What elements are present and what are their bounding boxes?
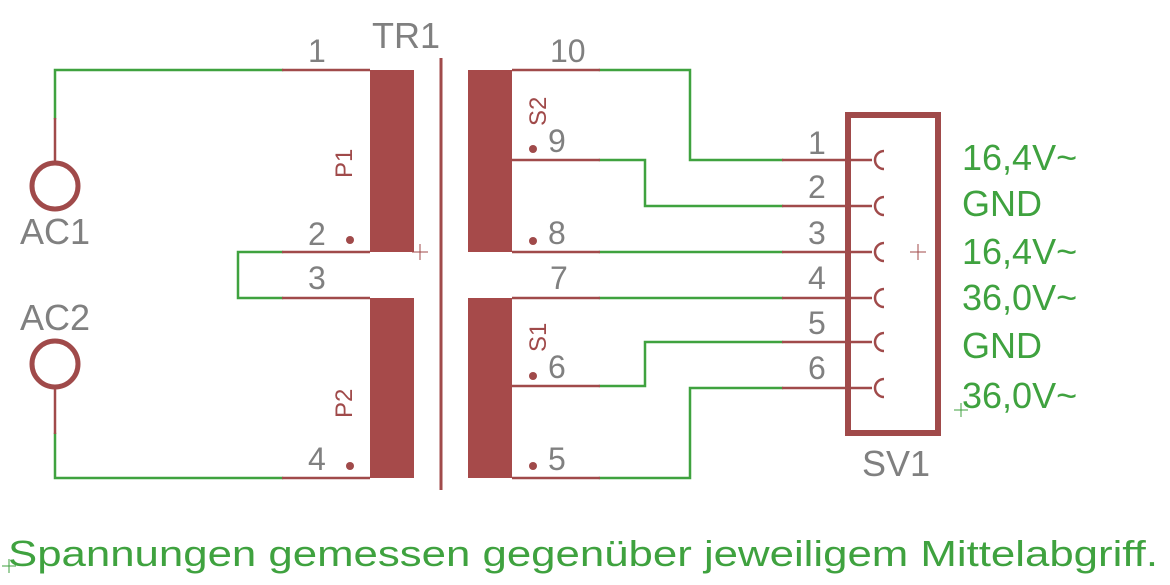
polarity-dot-s8 bbox=[529, 237, 537, 245]
wire-ac1-pin1 bbox=[53, 68, 284, 120]
pin-number-6: 6 bbox=[548, 349, 566, 385]
socket-contact-4 bbox=[873, 287, 885, 309]
socket-contact-3 bbox=[873, 241, 885, 263]
coil-label-p1: P1 bbox=[331, 149, 358, 178]
voltage-label-5: GND bbox=[962, 325, 1042, 366]
wire-pin9-sv1-2 bbox=[598, 158, 784, 208]
ac2-label: AC2 bbox=[20, 297, 90, 338]
pin-number-2: 2 bbox=[308, 216, 326, 252]
connector-pin-6: 6 bbox=[808, 350, 826, 386]
connector-pin-3: 3 bbox=[808, 215, 826, 251]
coil-p2 bbox=[370, 298, 414, 478]
polarity-dot-p2 bbox=[346, 462, 354, 470]
voltage-labels: 16,4V~ GND 16,4V~ 36,0V~ GND 36,0V~ bbox=[954, 137, 1077, 417]
voltage-label-1: 16,4V~ bbox=[962, 137, 1077, 178]
coil-s1 bbox=[468, 298, 512, 478]
coil-label-p2: P2 bbox=[331, 389, 358, 418]
polarity-dot-s6 bbox=[529, 372, 537, 380]
pin-number-9: 9 bbox=[548, 123, 566, 159]
connector-body bbox=[845, 112, 941, 436]
coil-s2 bbox=[468, 70, 512, 252]
voltage-label-3: 16,4V~ bbox=[962, 231, 1077, 272]
connector-sv1: 1 2 3 4 5 6 SV1 bbox=[782, 112, 941, 484]
wire-pin6-sv1-5 bbox=[598, 340, 784, 388]
polarity-dot-p1 bbox=[346, 236, 354, 244]
pin-number-4: 4 bbox=[308, 441, 326, 477]
connector-pin-2: 2 bbox=[808, 169, 826, 205]
pin-number-3: 3 bbox=[308, 260, 326, 296]
transformer-name: TR1 bbox=[372, 15, 440, 56]
wire-jumper-2-3 bbox=[236, 250, 284, 300]
ac-source-2: AC2 bbox=[20, 297, 90, 434]
ac-source-1: AC1 bbox=[20, 118, 90, 252]
coil-label-s2: S2 bbox=[525, 97, 552, 126]
note-text: Spannungen gemessen gegenüber jeweiligem… bbox=[8, 533, 1158, 574]
pin-number-1: 1 bbox=[308, 33, 326, 69]
voltage-label-2: GND bbox=[962, 183, 1042, 224]
wire-ac2-pin4 bbox=[53, 432, 284, 480]
coil-label-s1: S1 bbox=[525, 323, 552, 352]
socket-contact-5 bbox=[873, 331, 885, 353]
wire-pin5-sv1-6 bbox=[598, 386, 784, 480]
polarity-dot-s9 bbox=[529, 145, 537, 153]
connector-pin-5: 5 bbox=[808, 305, 826, 341]
wires bbox=[53, 68, 784, 480]
connector-pin-4: 4 bbox=[808, 260, 826, 296]
pin-number-7: 7 bbox=[550, 260, 568, 296]
socket-contact-2 bbox=[873, 195, 885, 217]
voltage-label-4: 36,0V~ bbox=[962, 277, 1077, 318]
transformer-tr1: TR1 P1 P2 S2 S1 bbox=[282, 15, 600, 490]
ac1-label: AC1 bbox=[20, 211, 90, 252]
pin-number-5: 5 bbox=[548, 441, 566, 477]
polarity-dot-s5 bbox=[529, 462, 537, 470]
pin-number-8: 8 bbox=[548, 215, 566, 251]
coil-p1 bbox=[370, 70, 414, 252]
socket-contact-6 bbox=[873, 377, 885, 399]
wire-pin10-sv1-1 bbox=[598, 68, 784, 162]
pin-number-10: 10 bbox=[550, 33, 586, 69]
connector-name: SV1 bbox=[862, 443, 930, 484]
socket-contact-1 bbox=[873, 149, 885, 171]
connector-pin-1: 1 bbox=[808, 125, 826, 161]
note: Spannungen gemessen gegenüber jeweiligem… bbox=[2, 533, 1158, 574]
voltage-label-6: 36,0V~ bbox=[962, 375, 1077, 416]
